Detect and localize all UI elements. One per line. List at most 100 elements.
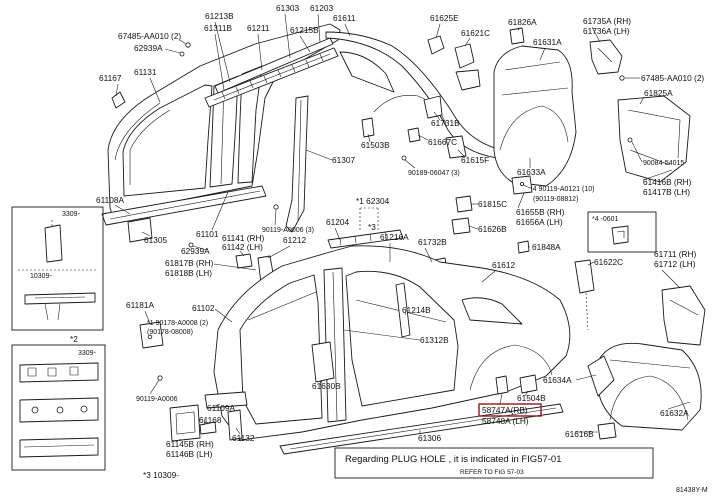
label-61736A: 61736A (LH) [583,26,630,36]
leader-line [239,250,245,257]
label-61825A: 61825A [644,88,673,98]
leader-line [517,27,521,31]
label-61303: 61303 [276,3,299,13]
a-pillar-inner-line-2 [129,109,171,185]
leader-line [192,245,208,251]
label-61146B: 61146B (LH) [166,449,213,459]
leader-line [587,261,595,266]
label-61626B: 61626B [478,224,507,234]
label-61108A: 61108A [96,195,124,205]
leader-line [464,37,471,47]
inset-box-1-guide [18,220,98,271]
leader-line [343,329,421,341]
label-61417B: 61417B (LH) [643,187,690,197]
leader-line [424,247,433,263]
label-58748A: 58748A (LH) [482,416,529,426]
inset-box-2-rail-3 [19,437,99,458]
part-61503B [361,117,375,138]
leader-line [213,263,257,271]
part-61630B [311,341,335,383]
leader-line [522,184,531,189]
note-line-2: REFER TO FIG 57-03 [460,469,524,476]
inset-box-1-rail [24,292,96,305]
leader-lines [114,13,691,441]
label-61735A: 61735A (RH) [583,16,631,26]
rocker-front-61109A [204,391,248,409]
roof-side-rail-hatch [221,53,324,100]
inset-box-2-hole [56,406,64,414]
inset-box-2-rail-1-slots [27,366,79,377]
wheelhouse-inner-61631A [493,45,577,187]
label-61101: 61101 [196,229,219,239]
wheelhouse-inner-group [451,27,691,254]
label-61631A: 61631A [533,37,562,47]
label-61848A: 61848A [532,242,561,252]
leader-line [433,111,441,121]
leader-line [149,77,161,103]
label-61667C: 61667C [428,137,457,147]
clip-67485 [185,42,191,48]
leader-line [334,227,341,241]
panel-61711 [661,285,706,346]
label-61634A: 61634A [543,375,572,385]
leader-line [214,403,221,407]
label-61817B: 61817B (RH) [165,258,214,268]
leader-line [639,96,645,105]
leader-line [524,390,529,397]
quarter-window-opening [339,51,395,93]
rear-quarter-window [461,297,523,325]
b-pillar-outer-rib [332,271,338,421]
upper-body-side-inner [101,23,341,243]
leader-line [367,133,371,143]
label-61311B: 61311B [204,23,232,33]
label-61215B: 61215B [290,25,319,35]
bracket-61145B-inner [175,411,196,435]
leader-line [203,418,206,426]
inset-box-small-label: *4 -0601 [592,216,619,223]
inset-box-1-legs [34,296,86,321]
label-61102: 61102 [192,303,215,313]
rear-wheelhouse-arch [609,375,689,421]
label-90119-A0006-upper: 90119-A0006 (3) [262,227,314,234]
leader-line [575,374,597,381]
label-61503B: 61503B [361,140,390,150]
leader-line [481,270,496,283]
inset-box-2-rail-1 [19,362,99,383]
label-62939A-upper: 62939A [134,43,163,53]
leader-line [344,23,351,37]
part-61815C [455,195,473,213]
rear-wheelhouse-group [495,259,706,440]
inset-box-2-star: *2 [70,334,78,344]
leader-line [517,192,525,209]
label-61109A: 61109A [207,403,235,413]
label-61307: 61307 [332,155,355,165]
note-line-1: Regarding PLUG HOLE , it is indicated in… [345,454,562,465]
label-star3: *3 [368,222,376,232]
bracket-61622C-guide [585,292,589,331]
bolt-90178 [147,334,153,340]
leader-line [299,35,311,53]
rear-door-opening-outer [345,270,459,407]
bracket-61141 [235,253,253,269]
wheelhouse-inner-arch [499,105,569,151]
label-67485-right: 67485-AA010 (2) [641,73,704,83]
inset-box-small-part [611,225,629,245]
center-pillar-61307 [285,95,309,233]
rear-pillar-61214B [395,282,411,338]
leader-line [214,33,225,91]
bracket-61622C [574,259,595,294]
leader-line [115,83,119,97]
inset-box-1-label-top: 3309- [62,211,81,218]
inset-box-2-rail-3-line [23,444,95,448]
leader-line [404,309,407,316]
leader-line [144,310,151,325]
leader-line [235,427,241,435]
label-61132: 61132 [232,433,255,443]
label-61630B: 61630B [312,381,341,391]
roof-rail-lower-hatch [339,231,387,246]
label-61621C: 61621C [461,28,490,38]
label-90119-A0006-lower: 90119-A0006 [136,396,178,403]
label-61656A: 61656A (LH) [516,217,563,227]
